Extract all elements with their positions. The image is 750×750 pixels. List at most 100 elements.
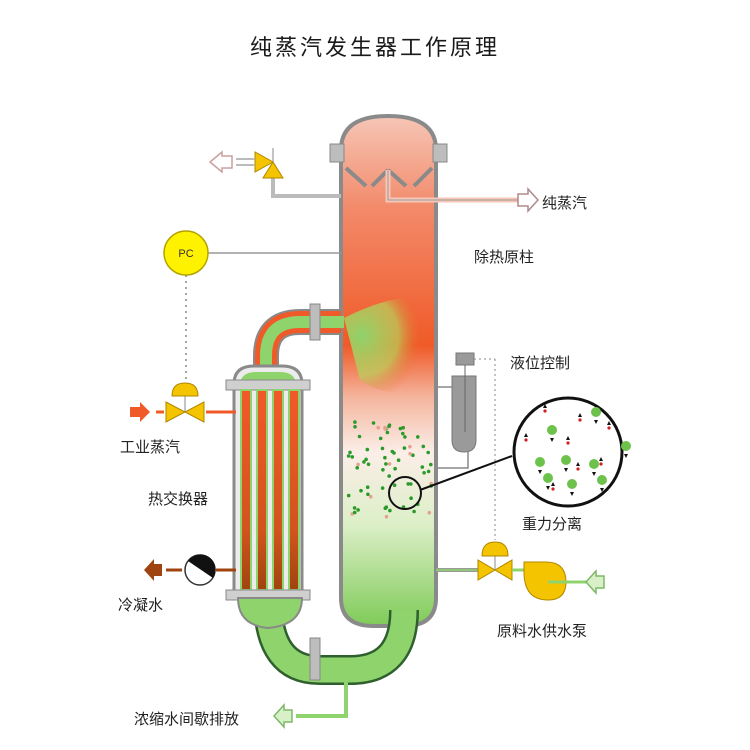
label-feed-pump: 原料水供水泵 (497, 622, 588, 640)
water-droplet (543, 473, 553, 483)
feed-water-line (436, 541, 605, 601)
droplet (352, 506, 357, 510)
droplet (396, 458, 401, 463)
pure-steam-arrow-icon (517, 187, 540, 213)
droplet (365, 485, 370, 490)
droplet (376, 425, 381, 430)
droplet (401, 425, 406, 430)
droplet (353, 425, 357, 429)
droplet (380, 446, 385, 451)
pipe-flange (309, 303, 321, 341)
pyrogen-particle (607, 426, 611, 430)
droplet (364, 457, 368, 462)
condensate-arrow-icon (144, 559, 162, 581)
droplet (398, 426, 403, 431)
droplet (401, 431, 405, 436)
steam-cloud (344, 297, 432, 394)
droplet (392, 483, 397, 488)
droplet (362, 460, 366, 464)
feed-pump (523, 561, 567, 601)
up-arrow-icon (524, 433, 528, 437)
droplet (390, 449, 395, 454)
down-arrow-icon (550, 438, 554, 442)
blowdown-arrow-icon (272, 703, 293, 729)
pyrogen-particle (524, 438, 528, 442)
down-arrow-icon (546, 486, 550, 490)
droplet (346, 454, 351, 458)
droplet (429, 462, 433, 467)
label-column: 除热原柱 (474, 248, 535, 266)
droplet (365, 447, 370, 452)
droplet (393, 466, 397, 471)
water-droplet (561, 455, 571, 465)
hx-tube (256, 389, 268, 591)
pipe-flange-bottom (309, 637, 321, 681)
hx-tube (288, 389, 300, 591)
water-droplet (597, 475, 607, 485)
droplet (387, 462, 392, 466)
droplet-field (346, 420, 434, 519)
droplet (422, 471, 426, 475)
droplet (409, 482, 413, 486)
demister-baffles (344, 166, 434, 188)
droplet (357, 434, 362, 439)
droplet (406, 482, 411, 486)
droplet (348, 450, 352, 455)
pyrogen-particle (566, 441, 570, 445)
label-pure-steam: 纯蒸汽 (542, 194, 588, 212)
droplet (346, 493, 351, 498)
droplet (426, 450, 431, 455)
droplet (381, 468, 385, 472)
label-gravity-separation: 重力分离 (522, 515, 583, 533)
down-arrow-icon (592, 472, 596, 476)
down-arrow-icon (564, 468, 568, 472)
up-arrow-icon (607, 421, 611, 425)
droplet (388, 508, 392, 513)
heat-exchanger (225, 364, 311, 601)
droplet (385, 430, 390, 435)
water-droplet (567, 479, 577, 489)
pyrogen-particle (599, 462, 603, 466)
column-flange-right (432, 143, 448, 163)
droplet (383, 506, 388, 511)
droplet (352, 510, 357, 515)
droplet (368, 494, 373, 499)
column-flange-left (329, 143, 345, 163)
up-arrow-icon (543, 404, 547, 408)
feed-control-valve (481, 541, 509, 557)
hx-tube (240, 389, 252, 591)
droplet (380, 486, 385, 490)
droplet (412, 509, 416, 514)
droplet (355, 466, 360, 470)
vapor-transfer-pipe (253, 303, 344, 376)
down-arrow-icon (600, 488, 604, 492)
droplet (387, 424, 391, 429)
water-droplet (547, 425, 557, 435)
depyrogenation-column (329, 113, 513, 628)
droplet (402, 446, 407, 450)
droplet (383, 425, 387, 430)
droplet (420, 465, 425, 469)
gravity-separation-inset (512, 396, 631, 508)
feed-in-arrow-icon (584, 569, 605, 595)
water-droplet (589, 459, 599, 469)
droplet (426, 469, 431, 474)
water-droplet (621, 441, 631, 451)
industrial-steam-inlet (130, 382, 236, 423)
droplet (421, 444, 426, 449)
droplet (416, 435, 420, 439)
droplet (366, 492, 370, 497)
droplet (350, 455, 355, 459)
hx-top-tubesheet (225, 379, 311, 391)
up-arrow-icon (566, 436, 570, 440)
level-control-unit (436, 352, 496, 540)
vent-arrow-icon (208, 150, 233, 174)
droplet (356, 508, 360, 512)
label-blowdown: 浓缩水间歇排放 (134, 710, 240, 728)
bottom-return-pipe (236, 597, 419, 729)
droplet (383, 455, 387, 460)
diagram-title: 纯蒸汽发生器工作原理 (249, 36, 500, 61)
condensate-outlet (144, 554, 236, 586)
